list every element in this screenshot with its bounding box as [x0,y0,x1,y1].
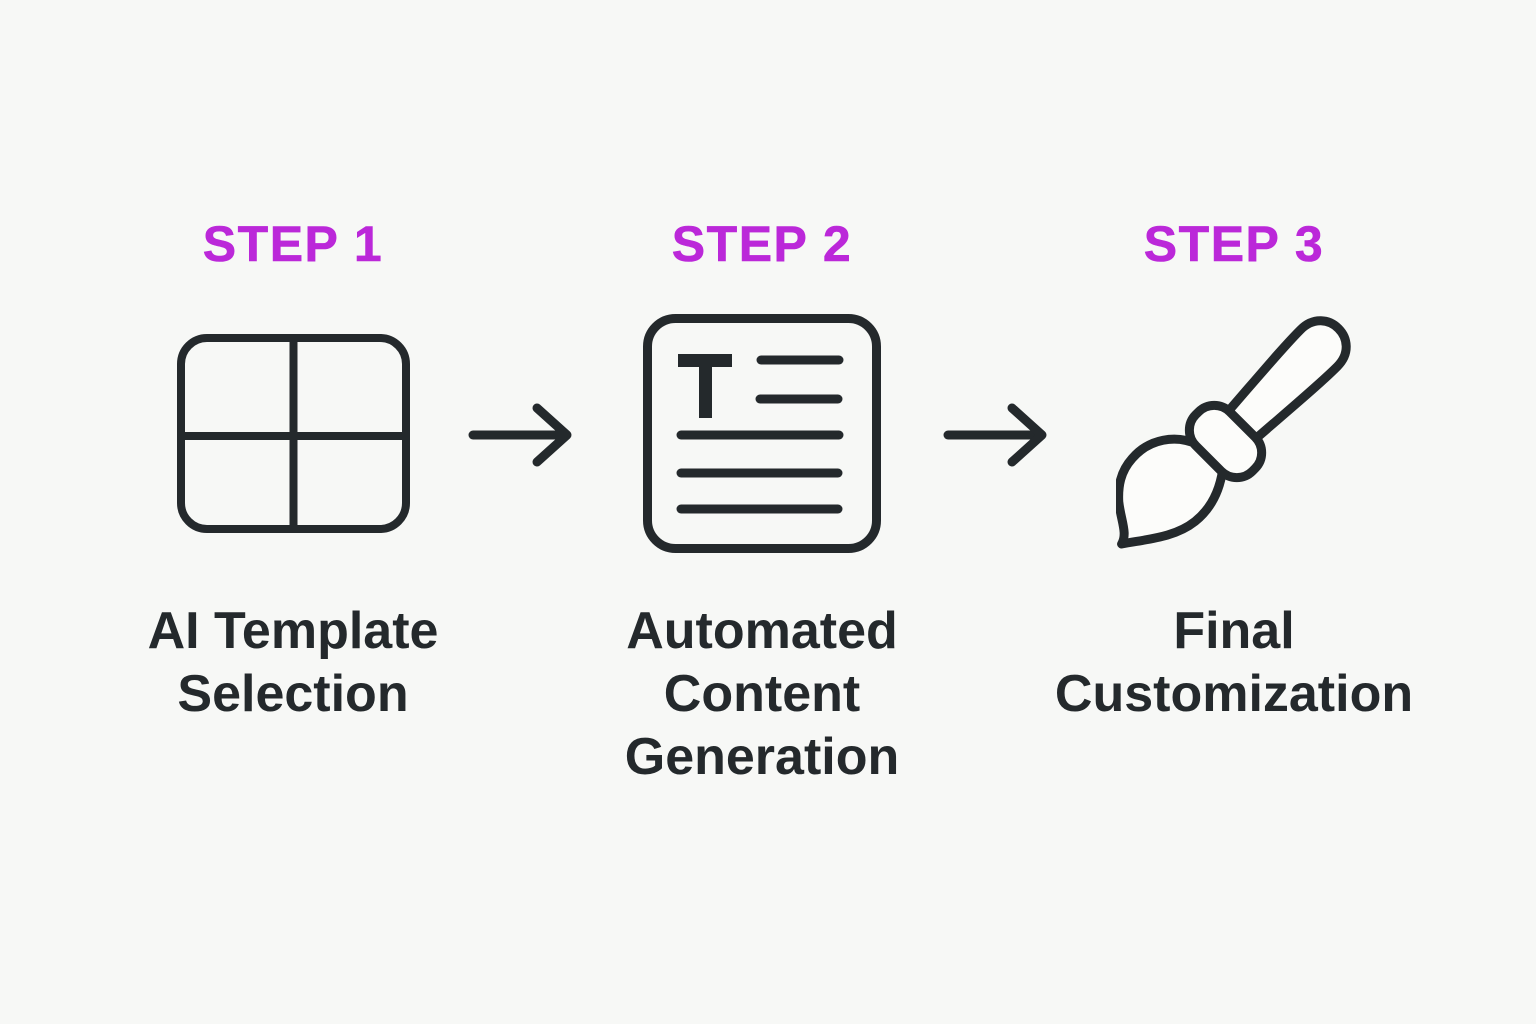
caption-line: Generation [624,728,900,786]
caption-line: Content [663,665,861,723]
step-3-icon-area [999,313,1469,553]
caption-line: Final [1173,602,1295,660]
step-2: STEP 2 Automated Content Generation [527,210,997,789]
arrow-right-icon [943,403,1047,467]
step-2-label: STEP 2 [671,216,853,272]
step-2-caption: Automated Content Generation [625,600,900,789]
step-3: STEP 3 Final Customization [999,210,1469,726]
step-3-label: STEP 3 [1143,216,1325,272]
step-1-caption: AI Template Selection [148,600,439,726]
step-2-icon-area [527,313,997,553]
step-1: STEP 1 AI Template Selection [58,210,528,726]
document-text-icon [643,313,881,553]
caption-line: Automated [626,602,898,660]
arrow-right-icon [468,403,572,467]
step-3-caption: Final Customization [1055,600,1413,726]
template-grid-icon [176,333,410,533]
step-1-label: STEP 1 [202,216,384,272]
caption-line: AI Template [147,602,439,660]
caption-line: Selection [177,665,409,723]
step-1-icon-area [58,313,528,553]
caption-line: Customization [1054,665,1414,723]
paintbrush-icon [1116,316,1351,549]
